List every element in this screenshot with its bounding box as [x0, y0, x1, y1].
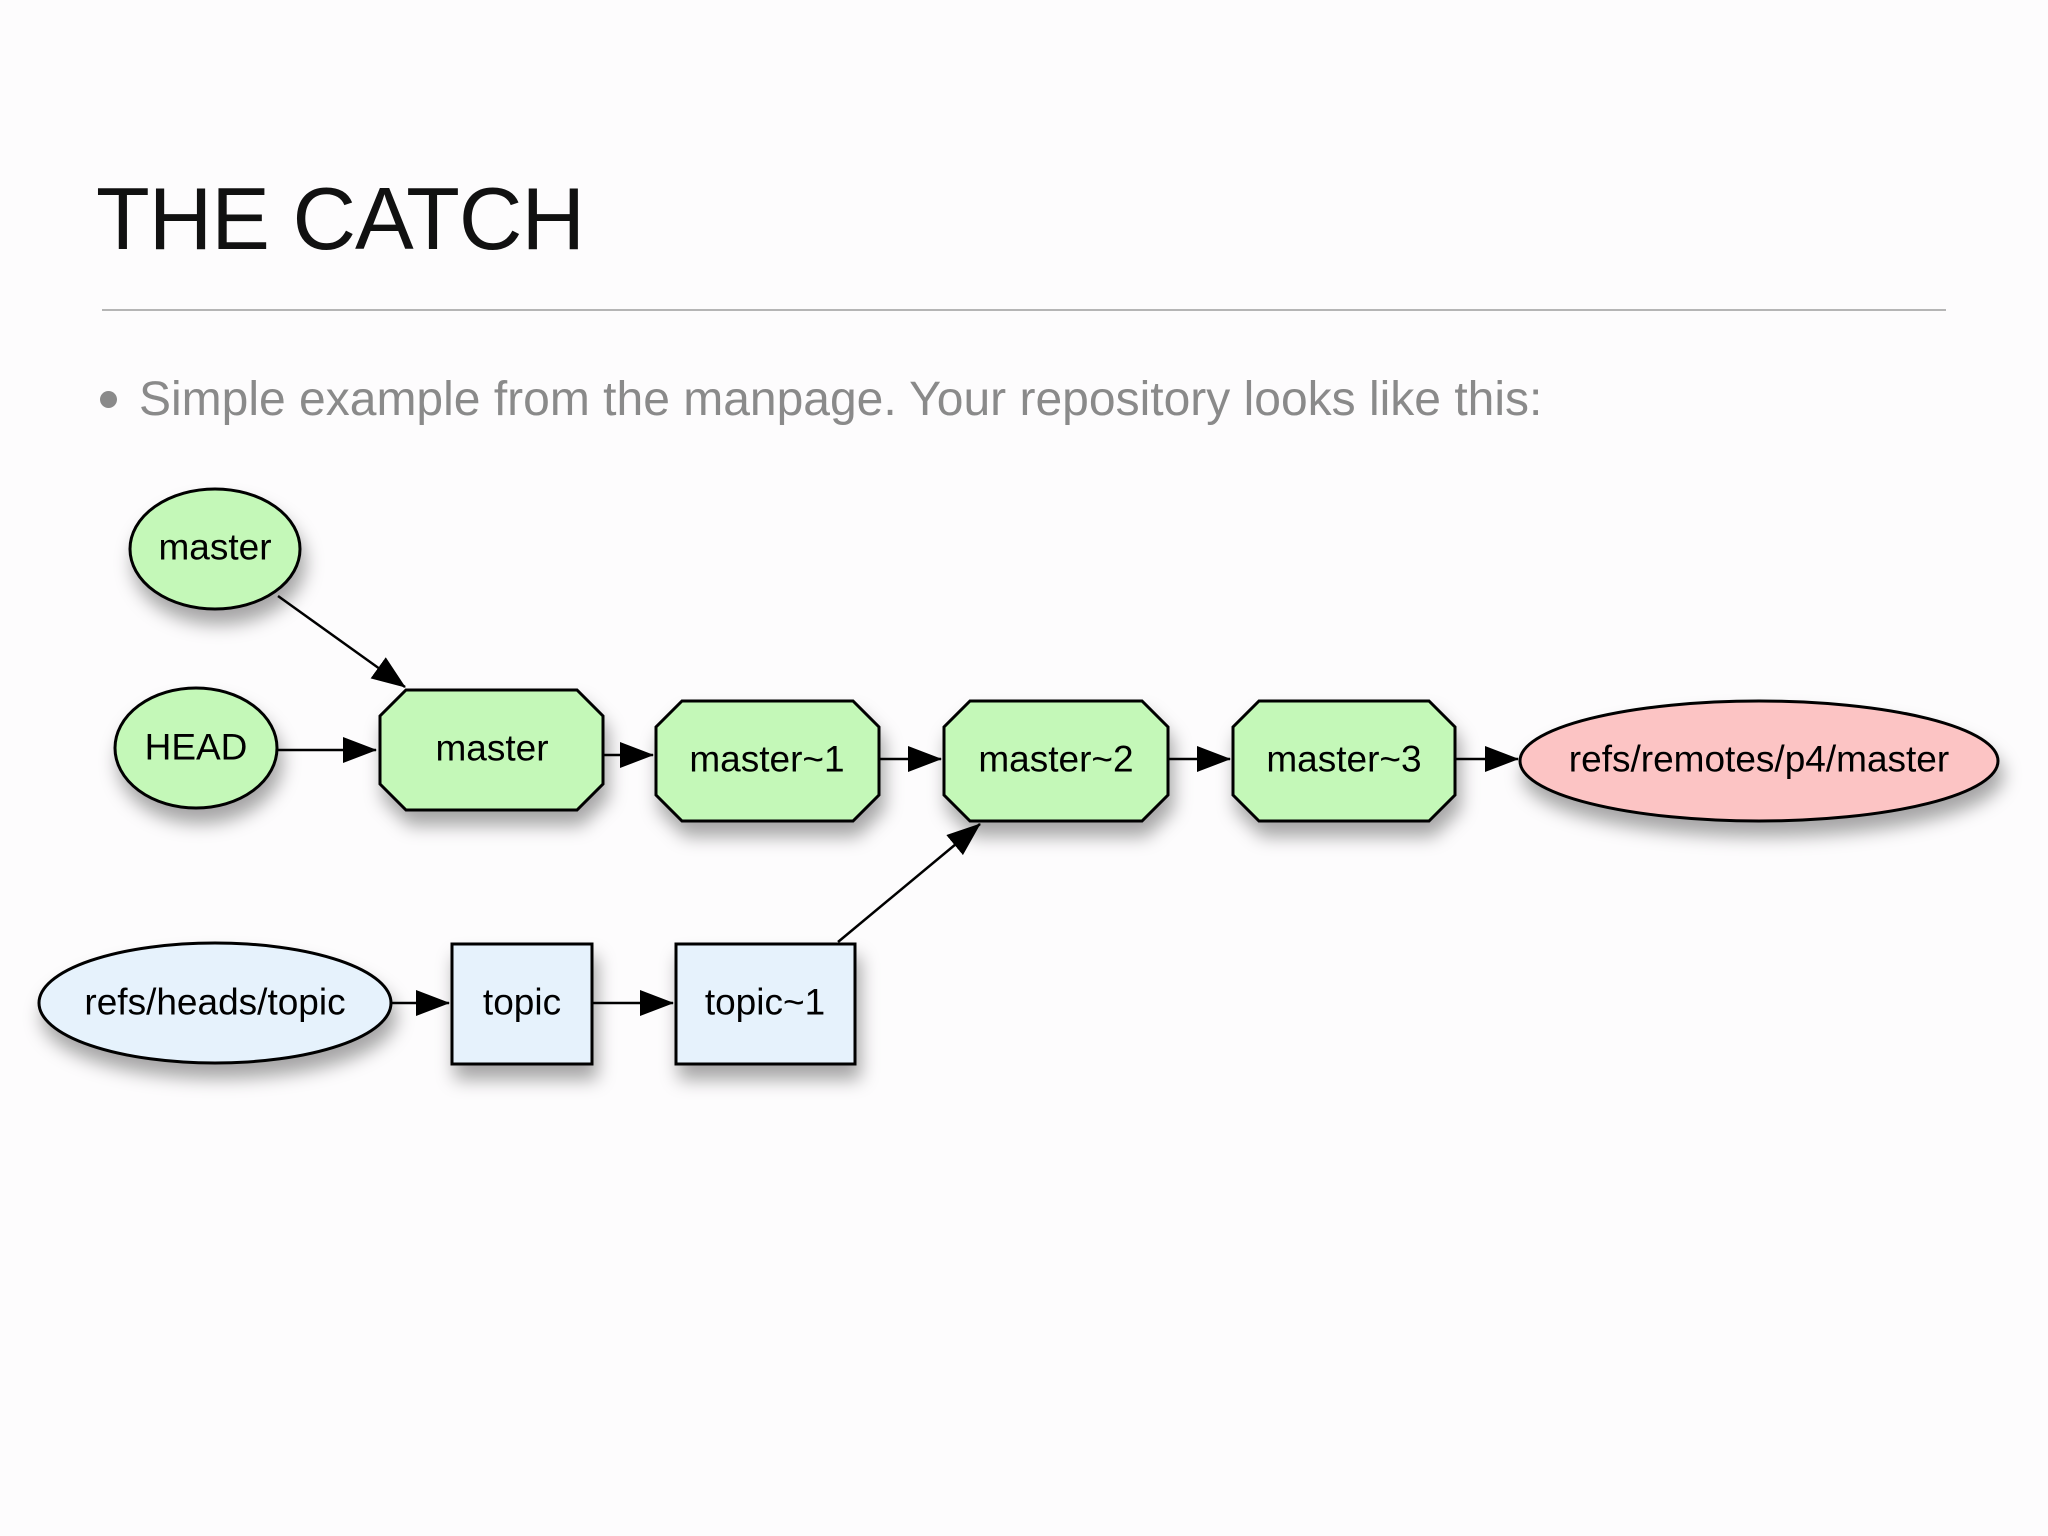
node-commit-topic-1: topic~1	[674, 942, 857, 1066]
node-label: HEAD	[145, 727, 248, 768]
node-label: master~2	[978, 739, 1133, 780]
slide-title: THE CATCH	[96, 169, 585, 268]
node-label: master	[435, 728, 548, 769]
node-label: master~3	[1266, 739, 1421, 780]
edge-master-ref-to-master	[277, 594, 406, 689]
node-label: refs/remotes/p4/master	[1569, 739, 1949, 780]
node-head: HEAD	[113, 686, 279, 810]
bullet-icon	[100, 391, 117, 408]
node-master-ref: master	[128, 487, 302, 611]
node-commit-master-1: master~1	[654, 699, 881, 823]
node-label: master	[158, 527, 271, 568]
edges	[277, 594, 1519, 1016]
node-label: topic	[483, 982, 561, 1023]
node-commit-master-2: master~2	[942, 699, 1170, 823]
node-label: refs/heads/topic	[84, 982, 345, 1023]
node-commit-master-3: master~3	[1231, 699, 1457, 823]
node-commit-master: master	[378, 688, 605, 812]
node-topic-ref: refs/heads/topic	[37, 941, 393, 1065]
bullet-item: Simple example from the manpage. Your re…	[100, 372, 1542, 427]
title-divider	[102, 309, 1946, 311]
node-remote-ref: refs/remotes/p4/master	[1518, 699, 2000, 823]
edge-topic1-to-master2	[837, 823, 981, 943]
node-label: topic~1	[705, 982, 825, 1023]
bullet-text: Simple example from the manpage. Your re…	[139, 373, 1543, 426]
node-commit-topic: topic	[450, 942, 594, 1066]
node-label: master~1	[689, 739, 844, 780]
